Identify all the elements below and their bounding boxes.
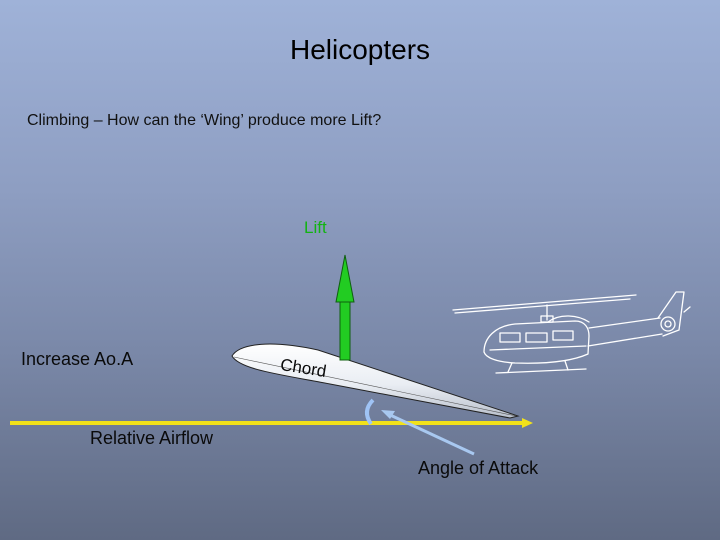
angle-of-attack-pointer-head bbox=[381, 410, 395, 419]
lift-label: Lift bbox=[304, 218, 327, 237]
slide-title: Helicopters bbox=[289, 34, 431, 65]
helicopter-icon bbox=[452, 291, 691, 374]
angle-of-attack-arc bbox=[365, 398, 375, 426]
aerofoil-wing bbox=[231, 343, 520, 419]
slide-subtitle: Climbing – How can the ‘Wing’ produce mo… bbox=[27, 112, 382, 129]
lift-arrow-shaft bbox=[339, 299, 351, 361]
chord-line bbox=[233, 356, 517, 417]
airflow-arrow-head bbox=[522, 418, 533, 428]
angle-of-attack-pointer bbox=[387, 412, 475, 456]
relative-airflow-label: Relative Airflow bbox=[90, 428, 214, 448]
angle-of-attack-label: Angle of Attack bbox=[418, 458, 539, 478]
increase-aoa-label: Increase Ao.A bbox=[21, 349, 134, 369]
lift-arrow-head bbox=[335, 254, 355, 303]
